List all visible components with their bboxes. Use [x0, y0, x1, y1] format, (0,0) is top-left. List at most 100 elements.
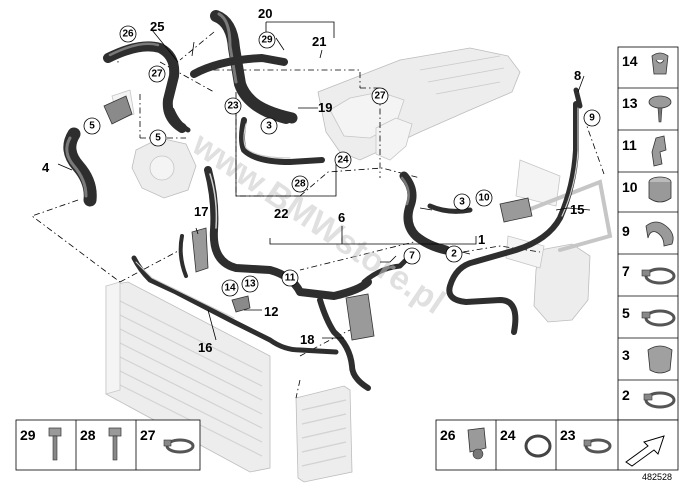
- radiator: [105, 281, 271, 473]
- svg-text:26: 26: [122, 29, 134, 40]
- hose-1-main: [204, 166, 372, 300]
- label-8: 8: [574, 68, 581, 83]
- legend-item-23: 23: [560, 427, 612, 454]
- label-12: 12: [264, 304, 278, 319]
- svg-text:14: 14: [622, 53, 638, 69]
- hose-1-branch: [399, 171, 451, 255]
- svg-text:26: 26: [440, 427, 456, 443]
- svg-text:2: 2: [451, 249, 457, 260]
- label-1: 1: [478, 232, 485, 247]
- hose-15: [446, 101, 579, 335]
- legend-item-5: 5: [622, 305, 676, 327]
- svg-text:9: 9: [589, 113, 595, 124]
- callout-27-c: 27: [152, 87, 164, 98]
- svg-text:11: 11: [285, 273, 296, 284]
- callout-5-b: 5: [149, 129, 167, 147]
- hose-23: [169, 107, 191, 133]
- legend-item-13: 13: [622, 95, 672, 123]
- callout-3-a: 3: [260, 117, 278, 135]
- svg-text:10: 10: [478, 193, 490, 204]
- svg-text:27: 27: [151, 69, 163, 80]
- bracket-17: [178, 227, 209, 278]
- leader-lines: [57, 21, 591, 341]
- hose-4: [63, 127, 97, 207]
- label-19: 19: [318, 100, 332, 115]
- legend-item-27: 27: [140, 427, 195, 454]
- callout-14: 14: [221, 279, 239, 297]
- thermostat-5: [103, 95, 133, 125]
- hose-19: [244, 94, 298, 124]
- label-18: 18: [300, 332, 314, 347]
- callout-29: 29: [258, 31, 276, 49]
- svg-text:23: 23: [227, 101, 239, 112]
- svg-text:24: 24: [337, 155, 349, 166]
- legend-item-14: 14: [622, 52, 669, 75]
- callout-7: 7: [403, 247, 421, 265]
- bracket-18: [345, 293, 375, 341]
- hose-7: [361, 253, 413, 285]
- water-pump-ghost: [111, 89, 197, 199]
- legend-item-28: 28: [80, 427, 122, 461]
- callout-28: 28: [291, 175, 309, 193]
- svg-text:13: 13: [244, 279, 256, 290]
- callout-24: 24: [334, 151, 352, 169]
- callout-9: 9: [583, 109, 601, 127]
- label-20: 20: [258, 6, 272, 21]
- svg-text:27: 27: [140, 427, 156, 443]
- svg-text:3: 3: [622, 347, 630, 363]
- svg-text:24: 24: [500, 427, 516, 443]
- svg-text:29: 29: [20, 427, 36, 443]
- callout-13: 13: [241, 275, 259, 293]
- legend-bottom-left: 29 28 27: [15, 419, 201, 471]
- direction-arrow-icon: [625, 435, 665, 467]
- hose-16-pipe: [131, 255, 339, 355]
- callout-11: 11: [281, 269, 299, 287]
- bracket-12: [231, 295, 251, 313]
- circled-part-numbers: 26 27 29 5 5 23 3 24 28 27 9 3 10 2 7 11…: [83, 25, 601, 297]
- svg-text:3: 3: [266, 121, 272, 132]
- legend-item-24: 24: [500, 427, 552, 458]
- engine-intake-manifold-ghost: [317, 47, 521, 161]
- svg-text:7: 7: [622, 263, 630, 279]
- svg-text:5: 5: [89, 121, 95, 132]
- svg-text:28: 28: [80, 427, 96, 443]
- callout-27-a: 27: [148, 65, 166, 83]
- svg-text:13: 13: [622, 95, 638, 111]
- legend-item-11: 11: [622, 135, 667, 167]
- label-22: 22: [274, 206, 288, 221]
- callout-3-b: 3: [453, 193, 471, 211]
- svg-text:10: 10: [622, 179, 638, 195]
- expansion-tank-ghost: [505, 159, 613, 323]
- label-15: 15: [570, 202, 584, 217]
- legend-item-10: 10: [622, 176, 672, 203]
- label-25: 25: [150, 19, 164, 34]
- label-4: 4: [42, 160, 50, 175]
- callout-23: 23: [224, 97, 242, 115]
- callout-2: 2: [445, 245, 463, 263]
- legend-bottom-right: 26 24 23: [435, 419, 679, 471]
- svg-text:27: 27: [374, 91, 386, 102]
- svg-text:5: 5: [155, 133, 161, 144]
- svg-text:5: 5: [622, 305, 630, 321]
- svg-text:3: 3: [459, 197, 465, 208]
- svg-text:29: 29: [261, 35, 273, 46]
- svg-text:7: 7: [409, 251, 415, 262]
- label-21: 21: [312, 34, 326, 49]
- callout-10: 10: [475, 189, 493, 207]
- svg-text:14: 14: [224, 283, 236, 294]
- hose-3: [427, 203, 473, 214]
- legend-item-26: 26: [440, 427, 487, 460]
- legend-item-29: 29: [20, 427, 62, 461]
- hose-22: [239, 117, 325, 165]
- diagram-number: 482528: [642, 472, 672, 482]
- label-17: 17: [194, 204, 208, 219]
- legend-item-2: 2: [622, 387, 676, 409]
- svg-text:23: 23: [560, 427, 576, 443]
- legend-right: 14 13 11 10 9 7 5: [617, 46, 679, 421]
- callout-26: 26: [119, 25, 137, 43]
- label-16: 16: [198, 340, 212, 355]
- svg-text:28: 28: [294, 179, 306, 190]
- part-numbers: 25 20 21 19 4 8 15 22 6 1 17 12 16 18: [42, 6, 584, 355]
- legend-item-3: 3: [622, 345, 673, 374]
